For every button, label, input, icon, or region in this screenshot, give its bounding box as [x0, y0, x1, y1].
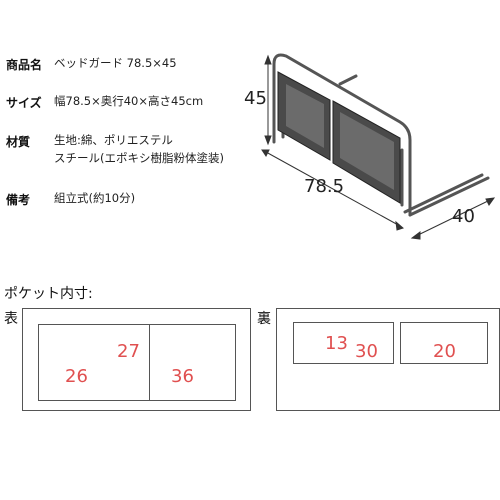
spec-label-material: 材質	[6, 135, 31, 149]
back-pocket-right	[400, 322, 488, 364]
spec-value-name: ベッドガード 78.5×45	[54, 56, 177, 70]
dimension-height: 45	[244, 88, 267, 109]
front-pocket-right	[149, 324, 236, 401]
front-right-width-value: 36	[170, 366, 195, 387]
depth-dimension-line	[410, 197, 496, 240]
spec-label-size: サイズ	[6, 96, 42, 110]
back-left-width-value: 30	[354, 341, 379, 362]
spec-label-note: 備考	[6, 193, 31, 207]
front-left-width-value: 26	[64, 366, 89, 387]
spec-value-note: 組立式(約10分)	[54, 191, 136, 205]
back-right-width-value: 20	[432, 341, 457, 362]
front-height-value: 27	[116, 341, 141, 362]
spec-label-name: 商品名	[6, 58, 43, 72]
back-pocket-left	[293, 322, 394, 364]
dimension-width: 78.5	[304, 176, 345, 197]
width-dimension-line	[261, 149, 404, 231]
back-panel	[276, 308, 500, 411]
back-height-value: 13	[324, 333, 349, 354]
spec-value-size: 幅78.5×奥行40×高さ45cm	[54, 94, 204, 108]
back-label: 裏	[257, 311, 271, 327]
spec-value-material-2: スチール(エポキシ樹脂粉体塗装)	[54, 151, 224, 165]
front-label: 表	[4, 311, 18, 327]
spec-value-material-1: 生地:綿、ポリエステル	[54, 133, 173, 147]
front-pocket-left	[38, 324, 150, 401]
fabric-highlight	[286, 84, 394, 190]
pocket-section-title: ポケット内寸:	[4, 286, 93, 302]
dimension-depth: 40	[452, 206, 475, 227]
height-dimension-line	[264, 54, 272, 146]
